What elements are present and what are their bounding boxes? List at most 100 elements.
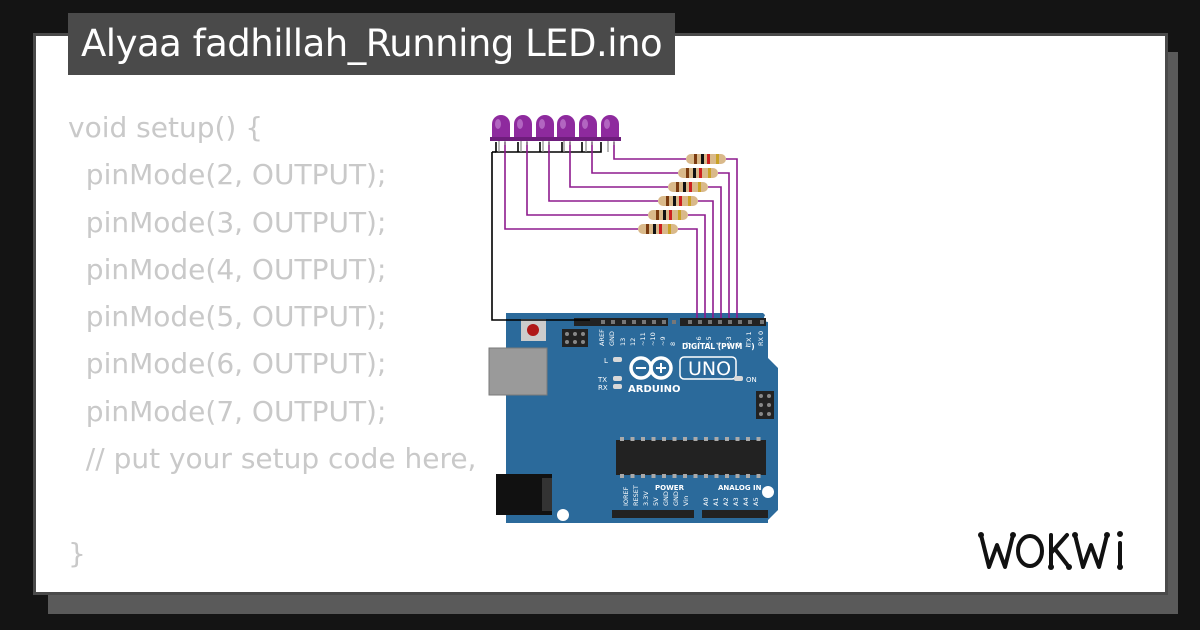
resistor-body — [668, 182, 708, 192]
resistor-band — [646, 224, 649, 234]
analog-pin-label: A1 — [712, 497, 720, 506]
project-title: Alyaa fadhillah_Running LED.ino — [68, 13, 676, 75]
digital-pin-label: RX 0 — [757, 331, 765, 346]
resistor-band — [659, 224, 662, 234]
power-jack-edge — [542, 478, 552, 511]
digital-pin — [611, 320, 615, 324]
led-rim — [599, 137, 621, 141]
digital-header-left — [574, 318, 668, 326]
led-label-on: ON — [746, 376, 757, 384]
analog-pin-label: A3 — [732, 497, 740, 506]
digital-pin — [632, 320, 636, 324]
reset-button[interactable] — [527, 324, 539, 336]
resistor-band — [694, 154, 697, 164]
onboard-led-tx: TX — [597, 376, 622, 384]
signal-wire-pin — [726, 158, 738, 318]
chip-pin — [746, 474, 750, 478]
led-array — [490, 115, 621, 152]
digital-pin — [652, 320, 656, 324]
chip-pin — [714, 437, 719, 441]
led-highlight — [539, 119, 545, 129]
digital-header-label: DIGITAL (PWM ~) — [682, 342, 755, 351]
digital-pin-label: ~3 — [725, 336, 733, 346]
signal-wire-led — [526, 142, 648, 216]
chip-pin — [735, 474, 740, 478]
chip-pin — [641, 474, 645, 478]
chip-pin — [683, 474, 687, 478]
ground-wires — [491, 142, 602, 321]
chip-pin — [693, 437, 698, 441]
led-rim — [512, 137, 534, 141]
signal-wire-pin — [688, 214, 706, 318]
chip-pin — [746, 437, 750, 441]
code-snippet: void setup() { pinMode(2, OUTPUT); pinMo… — [68, 104, 528, 577]
digital-pin-label: 8 — [669, 342, 677, 346]
signal-wire-pin — [678, 228, 698, 318]
resistor-band — [698, 182, 701, 192]
power-pin-label: IOREF — [622, 486, 630, 506]
analog-header — [702, 510, 768, 518]
digital-pin-label: 7 — [685, 342, 693, 346]
arduino-brand-text: ARDUINO — [628, 384, 680, 395]
analog-pin-label: A0 — [702, 497, 710, 506]
led-body — [514, 115, 532, 140]
led-label-tx: TX — [597, 376, 607, 384]
digital-pin-label: AREF — [598, 329, 606, 346]
chip-pin — [662, 437, 666, 441]
chip-pin — [630, 474, 635, 478]
digital-pin — [688, 320, 692, 324]
mounting-hole — [557, 509, 569, 521]
led-highlight — [604, 119, 610, 129]
chip-pin — [630, 437, 635, 441]
digital-pin — [728, 320, 732, 324]
chip-pin — [756, 437, 761, 441]
code-line: pinMode(6, OUTPUT); — [68, 347, 387, 381]
chip-pin — [693, 474, 698, 478]
resistor-band — [708, 168, 711, 178]
led-highlight — [582, 119, 588, 129]
digital-pin-label: TX 1 — [745, 331, 753, 347]
code-line: } — [68, 536, 86, 570]
resistor-band — [653, 224, 656, 234]
resistor-band — [707, 154, 710, 164]
power-pin-label: 5V — [652, 497, 660, 506]
digital-pin — [708, 320, 712, 324]
digital-pin-label: ~11 — [639, 332, 647, 346]
analog-pin-label: A4 — [742, 497, 750, 506]
digital-pin-label: ~9 — [659, 336, 667, 346]
power-pin-label: RESET — [632, 485, 640, 506]
code-line: // put your setup code here, — [68, 442, 477, 476]
led-rim — [555, 137, 577, 141]
chip-pin — [651, 437, 656, 441]
signal-wire-led — [613, 142, 686, 160]
icsp-header-right — [756, 391, 774, 419]
resistor-band — [673, 196, 676, 206]
onboard-led-on: ON — [734, 376, 757, 384]
microcontroller-chip — [616, 437, 766, 478]
resistor-band — [679, 196, 682, 206]
chip-pin — [641, 437, 645, 441]
led-label-l: L — [604, 357, 608, 365]
arduino-logo-icon — [629, 356, 673, 380]
digital-pin — [748, 320, 752, 324]
led-body — [492, 115, 510, 140]
power-pin-label: GND — [662, 491, 670, 506]
led-highlight — [560, 119, 566, 129]
onboard-led-rx: RX — [598, 384, 622, 392]
resistor-band — [668, 224, 671, 234]
resistor-band — [656, 210, 659, 220]
chip-pin — [735, 437, 740, 441]
led-highlight — [495, 119, 501, 129]
power-pin-label: 3.3V — [642, 491, 650, 506]
chip-pin — [725, 437, 729, 441]
chip-pin — [620, 437, 624, 441]
resistor-band — [666, 196, 669, 206]
analog-pin-label: A2 — [722, 497, 730, 506]
signal-wire-pin — [698, 200, 714, 318]
code-line: pinMode(2, OUTPUT); — [68, 158, 387, 192]
digital-pin-label: 4 — [715, 342, 723, 346]
resistor-body — [686, 154, 726, 164]
